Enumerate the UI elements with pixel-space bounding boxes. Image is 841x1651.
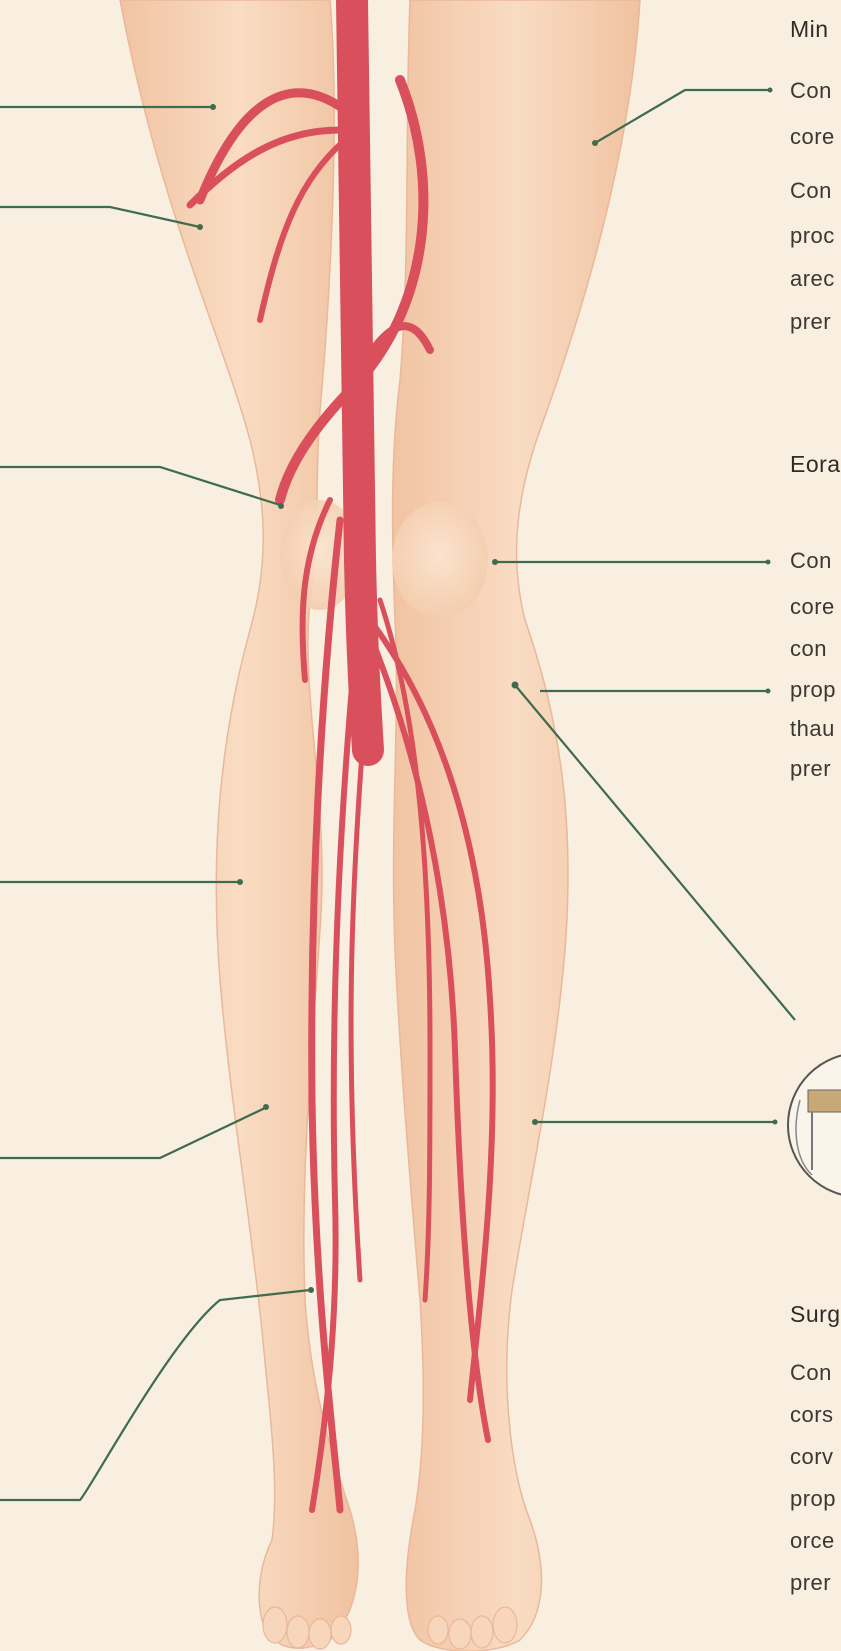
section-text-line: orce (790, 1530, 835, 1552)
section-text-line: Con (790, 550, 832, 572)
section-text-line: con (790, 638, 827, 660)
section-text-line: Con (790, 80, 832, 102)
section-text-line: prer (790, 1572, 831, 1594)
section-text-line: thau (790, 718, 835, 740)
inset-detail-circle (788, 1053, 841, 1197)
right-knee (392, 502, 488, 618)
section-text-line: cors (790, 1404, 834, 1426)
section-text-line: core (790, 126, 835, 148)
section-heading: Surg (790, 1303, 841, 1326)
section-heading: Eora (790, 453, 841, 476)
section-text-line: prer (790, 758, 831, 780)
section-text-line: Con (790, 180, 832, 202)
section-heading: Min (790, 18, 829, 41)
section-text-line: proc (790, 225, 835, 247)
section-text-line: Con (790, 1362, 832, 1384)
section-text-line: prop (790, 1488, 836, 1510)
leader-line-5 (0, 1108, 265, 1158)
leader-line-2 (0, 207, 200, 227)
leader-line-3 (0, 467, 280, 505)
section-text-line: prer (790, 311, 831, 333)
left-leg (120, 0, 358, 1648)
section-text-line: core (790, 596, 835, 618)
section-text-line: corv (790, 1446, 834, 1468)
section-text-line: arec (790, 268, 835, 290)
section-text-line: prop (790, 679, 836, 701)
